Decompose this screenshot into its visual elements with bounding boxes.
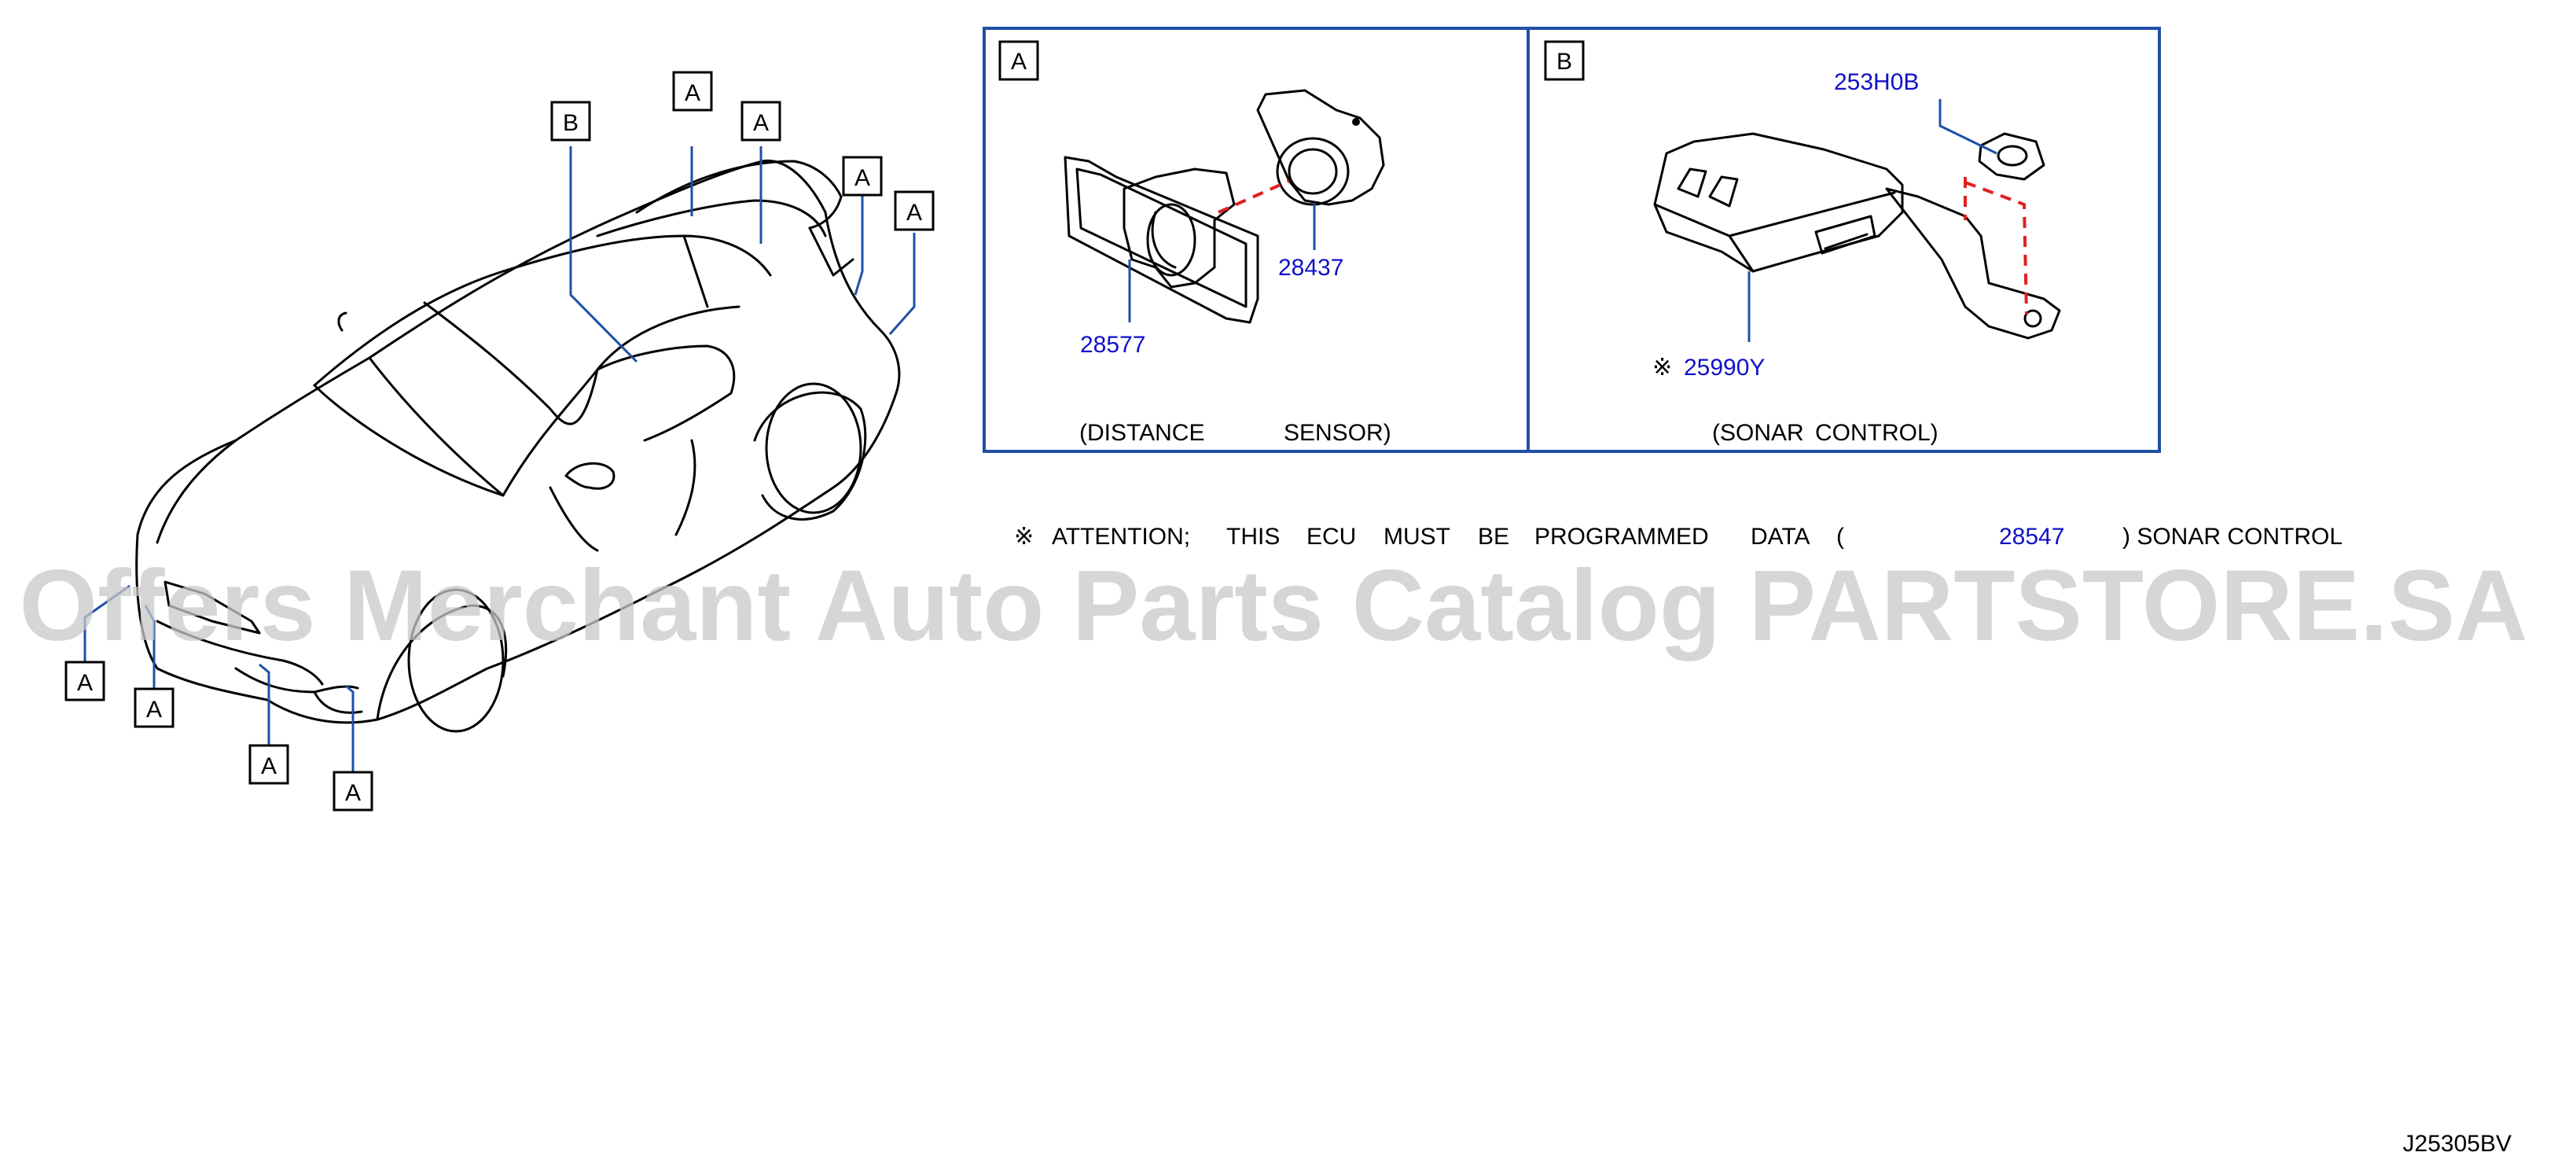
attention-note: ※ ATTENTION; THIS ECU MUST BE PROGRAMMED…: [1014, 524, 2343, 550]
panel-b-caption-left: (SONAR: [1712, 420, 1804, 446]
panel-b-letter: B: [1556, 49, 1572, 75]
part-number-25990Y: 25990Y: [1684, 355, 1765, 381]
panel-b-sonar-control: B 253H0B ※ 25990Y (SONAR CONTROL): [1544, 40, 2061, 446]
attention-word: (: [1836, 524, 1844, 550]
callout-letter: A: [345, 780, 361, 806]
callout-letter: A: [685, 80, 700, 106]
panel-a-letter-box: [998, 40, 1039, 81]
attention-word: ECU: [1306, 524, 1356, 550]
attention-word: BE: [1478, 524, 1509, 550]
panel-a-distance-sensor: A 28437 28577 (DISTANCE SENSOR): [998, 40, 1391, 446]
callout-a-front-center: A: [248, 744, 289, 785]
attention-tail: ) SONAR CONTROL: [2122, 524, 2343, 550]
attention-word: ATTENTION;: [1052, 524, 1190, 550]
part-number-28437: 28437: [1278, 255, 1343, 281]
callout-a-roof-front: A: [672, 71, 713, 112]
callout-a-front-right: A: [333, 771, 373, 812]
attention-word: DATA: [1751, 524, 1810, 550]
callout-letter: A: [906, 200, 922, 226]
callout-a-roof-rear: A: [740, 101, 781, 142]
car-leaders: [83, 146, 916, 772]
panel-b-caption-right: CONTROL): [1815, 420, 1938, 446]
part-number-253H0B: 253H0B: [1834, 69, 1919, 95]
attention-mark: ※: [1014, 524, 1034, 550]
callout-letter: B: [563, 110, 579, 136]
part-number-28547: 28547: [1999, 524, 2064, 550]
callout-b-roof: B: [550, 101, 591, 142]
callout-a-spoiler-right: A: [894, 190, 935, 231]
attention-word: MUST: [1384, 524, 1450, 550]
callout-a-spoiler-left: A: [842, 156, 883, 197]
diagram-code: J25305BV: [2403, 1131, 2512, 1157]
panel-a-letter: A: [1011, 49, 1027, 75]
callout-letter: A: [854, 165, 870, 191]
callout-letter: A: [753, 110, 769, 136]
panel-a-caption-left: (DISTANCE: [1079, 420, 1204, 446]
callout-letter: A: [261, 753, 277, 779]
watermark: Offers Merchant Auto Parts Catalog PARTS…: [20, 550, 2528, 662]
detail-frames: [983, 27, 2161, 453]
callout-letter: A: [146, 697, 162, 723]
attention-word: THIS: [1226, 524, 1280, 550]
callout-a-front-corner: A: [134, 687, 175, 728]
callout-letter: A: [77, 670, 93, 696]
callout-a-front-left: A: [64, 661, 105, 701]
attention-word: PROGRAMMED: [1534, 524, 1709, 550]
panel-a-caption-right: SENSOR): [1284, 420, 1391, 446]
panel-b-letter-box: [1544, 40, 1585, 81]
car-illustration: [135, 159, 901, 733]
panel-b-mark: ※: [1652, 355, 1672, 381]
part-number-28577: 28577: [1080, 332, 1145, 358]
